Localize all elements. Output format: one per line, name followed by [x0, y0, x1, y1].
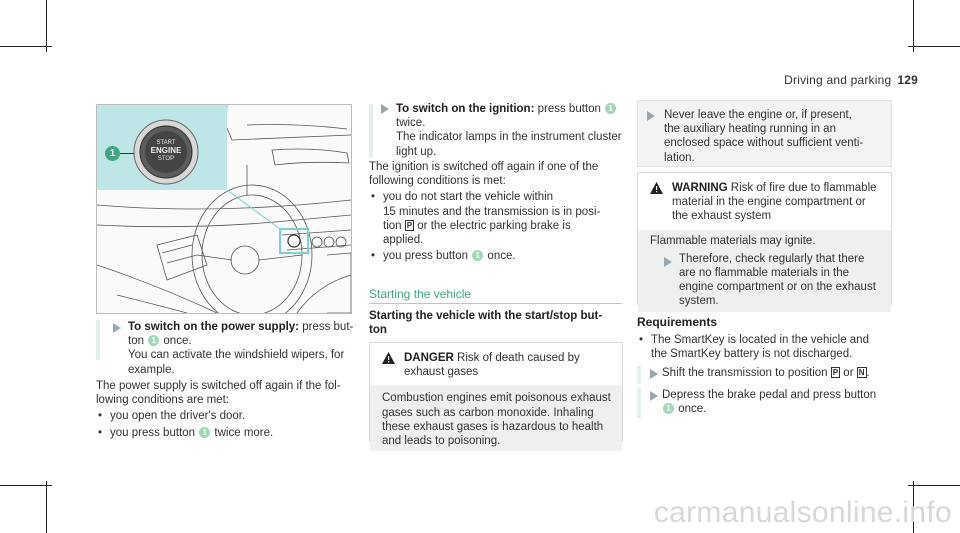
danger-body: Combustion engines emit poisonous exhaus… — [370, 385, 622, 452]
park-position-icon: P — [830, 367, 841, 378]
section-title: Driving and parking — [784, 73, 892, 87]
crop-mark — [0, 485, 52, 486]
ignition-off-conditions: The ignition is switched off again if on… — [369, 160, 624, 265]
requirements-heading: Requirements — [637, 315, 718, 329]
watermark: carmanualsonline.info — [653, 496, 952, 529]
callout-line — [120, 153, 134, 154]
crop-mark — [908, 46, 960, 47]
step-bar — [369, 104, 373, 158]
crop-mark — [46, 0, 47, 52]
crop-mark — [913, 481, 914, 533]
list-item: The SmartKey is located in the vehicle a… — [637, 333, 892, 361]
section-heading: Starting the vehicle — [369, 287, 472, 301]
danger-box: DANGER Risk of death caused by exhaust g… — [369, 342, 623, 452]
neutral-position-icon: N — [856, 367, 867, 378]
start-stop-button-label: START ENGINE STOP — [150, 140, 182, 162]
power-supply-step: To switch on the power supply: press but… — [128, 321, 354, 376]
crop-mark — [46, 481, 47, 533]
danger-label: DANGER — [404, 352, 454, 364]
ignition-step: To switch on the ignition: press button … — [396, 103, 622, 158]
step-bar — [96, 320, 100, 360]
callout-1-icon: 1 — [605, 103, 617, 114]
warning-triangle-icon — [650, 182, 663, 194]
step-arrow-icon — [650, 369, 658, 379]
conditions-list: you do not start the vehicle within 15 m… — [369, 190, 624, 263]
conditions-list: you open the driver's door. you press bu… — [96, 409, 356, 440]
list-item: you press button 1 once. — [369, 249, 624, 263]
danger-header: DANGER Risk of death caused by exhaust g… — [370, 343, 622, 386]
callout-1-icon: 1 — [663, 403, 674, 415]
page-number: 129 — [897, 73, 918, 87]
crop-mark — [0, 46, 52, 47]
step-title: To switch on the ignition: — [396, 103, 535, 115]
step-title: To switch on the power supply: — [128, 321, 300, 333]
step-arrow-icon — [650, 391, 658, 401]
warning-header: WARNING Risk of fire due to flammable ma… — [638, 173, 891, 230]
list-item: you open the driver's door. — [96, 409, 356, 423]
warning-body: Flammable materials may ignite. Therefor… — [638, 229, 891, 312]
callout-1-icon: 1 — [199, 426, 211, 438]
step-arrow-icon — [113, 323, 121, 333]
callout-1-icon: 1 — [148, 335, 160, 347]
step-arrow-icon — [647, 111, 655, 121]
park-position-icon: P — [404, 219, 415, 231]
crop-mark — [908, 485, 960, 486]
step-arrow-icon — [381, 104, 389, 114]
warning-triangle-icon — [382, 352, 395, 364]
list-item: you press button 1 twice more. — [96, 426, 356, 440]
shift-step: Shift the transmission to position P or … — [662, 367, 870, 379]
section-divider — [369, 303, 622, 304]
warning-box: WARNING Risk of fire due to flammable ma… — [637, 172, 892, 312]
callout-1-icon: 1 — [472, 250, 484, 262]
list-item: you do not start the vehicle within 15 m… — [369, 190, 624, 247]
step-bar — [637, 366, 641, 384]
step-arrow-icon — [664, 256, 672, 267]
step-bar — [637, 388, 641, 418]
warning-label: WARNING — [672, 182, 728, 194]
figure-callout-1: 1 — [105, 146, 120, 161]
caution-box: Never leave the engine or, if present, t… — [637, 100, 892, 167]
running-header: Driving and parking 129 — [784, 73, 918, 87]
brake-step: Depress the brake pedal and press button… — [662, 389, 877, 416]
sub-heading: Starting the vehicle with the start/stop… — [369, 310, 603, 336]
requirements-list: The SmartKey is located in the vehicle a… — [637, 331, 892, 363]
interior-illustration — [97, 105, 351, 313]
power-off-conditions: The power supply is switched off again i… — [96, 379, 356, 442]
crop-mark — [913, 0, 914, 52]
dashboard-figure: START ENGINE STOP 1 — [96, 104, 352, 314]
